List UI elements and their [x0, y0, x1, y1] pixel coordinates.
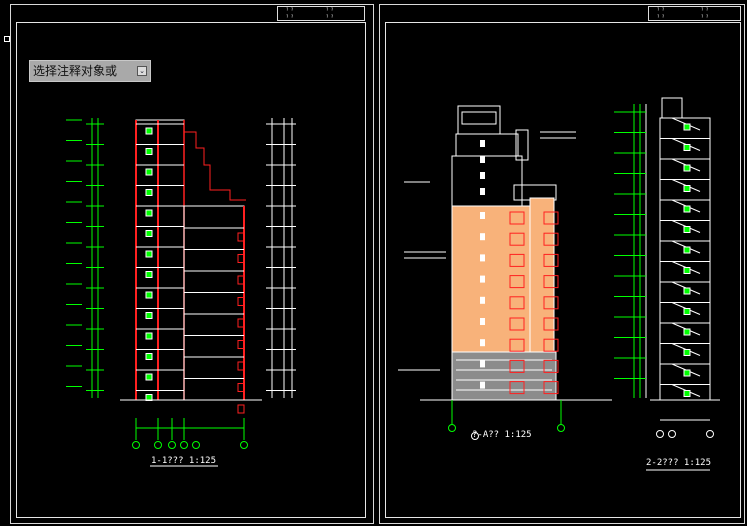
cad-rect [480, 381, 485, 389]
drawing-caption-1-1: 1-1??? 1:125 [151, 456, 217, 466]
cad-rect [683, 164, 691, 172]
prompt-text: 选择注释对象或 [33, 64, 118, 78]
cad-rect [237, 318, 245, 328]
cad-rect [480, 233, 485, 241]
sheet-left-frame [10, 4, 374, 524]
cad-rect [237, 340, 245, 349]
cad-rect [683, 287, 691, 295]
cad-rect [509, 359, 525, 373]
sheet-right-border [385, 22, 741, 518]
cad-rect [683, 144, 691, 151]
cad-rect [145, 127, 153, 135]
cad-rect [543, 381, 559, 395]
cad-rect [480, 140, 485, 147]
cad-rect [683, 185, 691, 192]
title-block-cell: ? ? [657, 14, 665, 19]
cad-rect [480, 254, 485, 262]
cad-rect [543, 317, 559, 331]
sheet-left-border [16, 22, 366, 518]
section-1-1-drawing [66, 118, 296, 467]
cad-rect [683, 308, 691, 315]
cad-rect [683, 390, 691, 397]
cad-rect [683, 349, 691, 356]
cad-rect [543, 211, 559, 225]
cad-rect [480, 275, 485, 283]
cad-rect [237, 361, 245, 371]
cad-rect [683, 369, 691, 377]
cad-rect [237, 232, 245, 242]
cad-rect [683, 328, 691, 336]
cad-rect [509, 211, 525, 225]
title-block-cell: ? ? [326, 14, 334, 19]
elevation-drawing [398, 105, 612, 440]
command-prompt-tooltip[interactable]: 选择注释对象或 ⌄ [29, 60, 151, 82]
cad-rect [480, 156, 485, 163]
title-block-left: ? ? ? ? ? ? ? ? [277, 6, 365, 21]
cad-rect [145, 168, 153, 176]
cad-rect [145, 209, 153, 217]
cad-rect [683, 267, 691, 274]
cad-rect [509, 253, 525, 267]
cad-rect [543, 275, 559, 289]
cad-rect [145, 312, 153, 319]
cad-rect [509, 381, 525, 395]
cad-rect [480, 360, 485, 368]
cad-rect [683, 123, 691, 131]
title-block-cell: ? ? [701, 14, 709, 19]
cad-rect [509, 232, 525, 246]
cad-rect [145, 373, 153, 381]
drawing-caption-2-2: 2-2??? 1:125 [646, 458, 712, 468]
sheet-right-frame [379, 4, 745, 524]
cad-rect [480, 339, 485, 347]
cad-rect [145, 148, 153, 155]
cad-rect [237, 254, 245, 263]
cad-rect [543, 359, 559, 373]
cad-rect [543, 232, 559, 246]
cad-rect [145, 291, 153, 299]
cad-rect [145, 353, 153, 360]
selection-grip[interactable] [4, 36, 10, 42]
title-block-cell: ? ? [701, 7, 709, 12]
cad-rect [543, 253, 559, 267]
cad-rect [543, 296, 559, 310]
cad-rect [237, 297, 245, 306]
title-block-cell: ? ? [326, 7, 334, 12]
cad-rect [237, 404, 245, 414]
title-block-cell: ? ? [286, 7, 294, 12]
cad-rect [480, 318, 485, 325]
cad-rect [145, 230, 153, 237]
cad-rect [237, 275, 245, 285]
cad-rect [543, 338, 559, 352]
cad-rect [237, 383, 245, 392]
cad-rect [509, 296, 525, 310]
cad-rect [480, 172, 485, 179]
title-block-cell: ? ? [657, 7, 665, 12]
cad-rect [145, 189, 153, 196]
cad-rect [145, 250, 153, 258]
cad-rect [509, 338, 525, 352]
title-block-right: ? ? ? ? ? ? ? ? [648, 6, 741, 21]
cad-rect [509, 317, 525, 331]
cad-rect [145, 332, 153, 340]
title-block-cell: ? ? [286, 14, 294, 19]
section-2-2-drawing [614, 97, 720, 471]
drawing-caption-elevation: ?-A?? 1:125 [472, 430, 532, 440]
cad-rect [683, 226, 691, 233]
cad-rect [480, 212, 485, 219]
cad-rect [683, 205, 691, 213]
cad-rect [509, 275, 525, 289]
cad-rect [145, 271, 153, 278]
cad-rect [480, 296, 485, 304]
cad-rect [480, 188, 485, 195]
cad-rect [683, 246, 691, 254]
dropdown-arrow-icon[interactable]: ⌄ [137, 66, 147, 76]
